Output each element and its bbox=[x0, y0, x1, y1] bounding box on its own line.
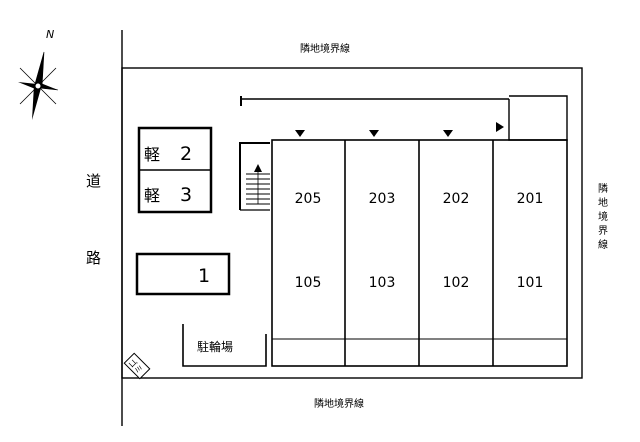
road-label-2: 路 bbox=[86, 249, 101, 267]
garbage-area: ゴミ bbox=[123, 352, 151, 380]
staircase bbox=[239, 142, 270, 211]
parking-space-number: 1 bbox=[198, 265, 210, 287]
right-boundary-char: 隣 bbox=[598, 182, 608, 195]
compass-rose-icon bbox=[18, 51, 59, 120]
unit-number: 201 bbox=[517, 191, 544, 207]
bottom-boundary-label: 隣地境界線 bbox=[314, 397, 364, 410]
kei-space-number: 2 bbox=[180, 143, 192, 165]
kei-prefix: 軽 bbox=[144, 145, 160, 164]
apartment-building bbox=[271, 139, 568, 367]
unit-number: 202 bbox=[443, 191, 470, 207]
unit-number: 203 bbox=[369, 191, 396, 207]
unit-number: 101 bbox=[517, 275, 544, 291]
unit-number: 205 bbox=[295, 191, 322, 207]
kei-parking-block: 軽 2 軽 3 bbox=[137, 126, 213, 214]
right-boundary-char: 地 bbox=[598, 196, 608, 209]
bicycle-parking-area bbox=[182, 324, 267, 367]
top-boundary-label: 隣地境界線 bbox=[300, 42, 350, 55]
upper-corridor bbox=[240, 95, 568, 141]
road-label-1: 道 bbox=[86, 172, 101, 190]
entrance-arrow-icon bbox=[496, 122, 504, 132]
right-boundary-char: 境 bbox=[598, 210, 608, 223]
kei-prefix: 軽 bbox=[144, 186, 160, 205]
bicycle-parking-label: 駐輪場 bbox=[197, 339, 233, 354]
entrance-arrow-icon bbox=[369, 130, 379, 137]
parking-space-1: 1 bbox=[135, 252, 231, 296]
right-boundary-label: 隣 地 境 界 線 bbox=[598, 182, 608, 251]
north-label: N bbox=[46, 28, 54, 41]
kei-space-number: 3 bbox=[180, 184, 192, 206]
unit-number: 102 bbox=[443, 275, 470, 291]
entrance-arrow-icon bbox=[295, 130, 305, 137]
right-boundary-char: 線 bbox=[598, 238, 608, 251]
right-boundary-char: 界 bbox=[598, 225, 608, 237]
site-boundary bbox=[121, 67, 583, 379]
unit-number: 103 bbox=[369, 275, 396, 291]
unit-number: 105 bbox=[295, 275, 322, 291]
entrance-arrow-icon bbox=[443, 130, 453, 137]
